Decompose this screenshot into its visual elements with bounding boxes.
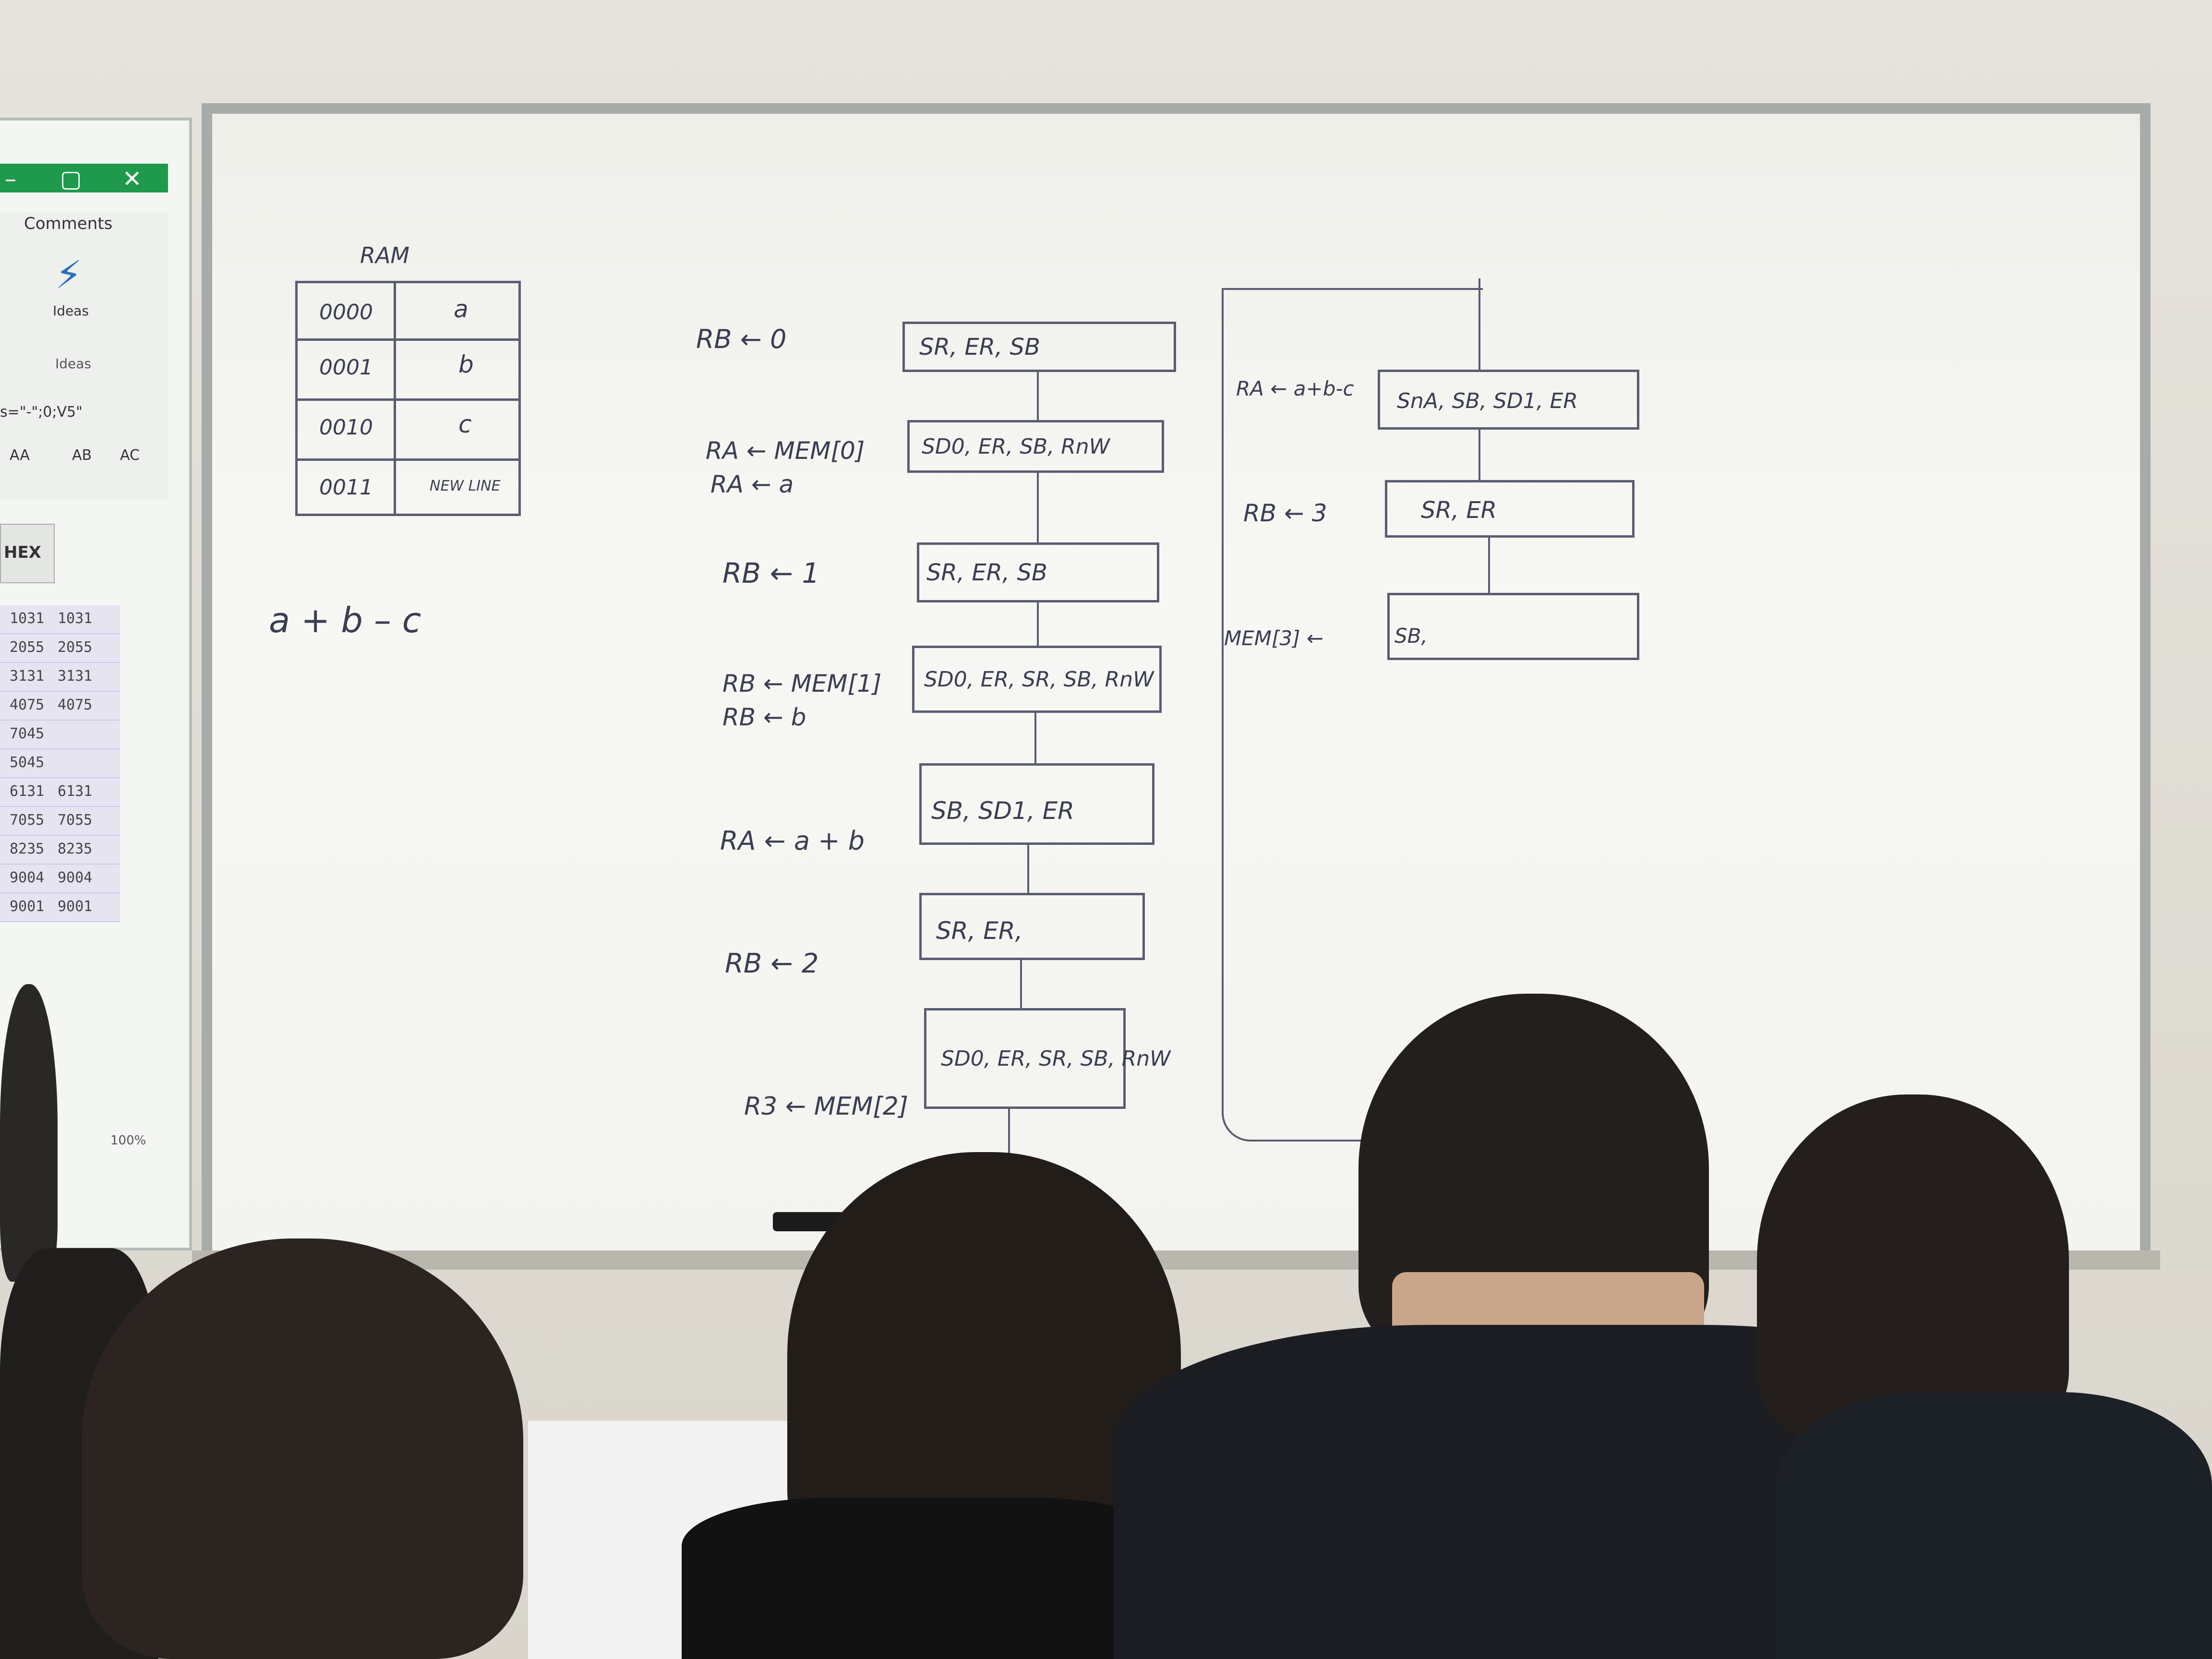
- hex-header-label: HEX: [4, 543, 41, 562]
- ram-address: 0001: [319, 355, 373, 380]
- signal-box: [907, 420, 1164, 473]
- step-label: RA ← a+b-c: [1236, 377, 1354, 400]
- comments-button[interactable]: Comments: [24, 214, 113, 233]
- flow-line: [1037, 473, 1039, 542]
- step-label: R3 ← MEM[2]: [744, 1092, 909, 1121]
- signal-box: [912, 646, 1162, 713]
- step-label: RB ← 0: [696, 324, 787, 354]
- signal-box: [902, 322, 1176, 372]
- lightning-icon: ⚡: [55, 252, 83, 297]
- ideas-group-label: Ideas: [55, 356, 92, 372]
- signal-text: SR, ER,: [936, 917, 1023, 945]
- ideas-button[interactable]: Ideas: [53, 303, 89, 319]
- flow-line: [1027, 845, 1029, 893]
- close-icon[interactable]: ✕: [122, 166, 142, 192]
- signal-box: [919, 893, 1145, 960]
- loop-line: [1222, 288, 1483, 1142]
- person-body: [682, 1498, 1181, 1659]
- zoom-level[interactable]: 100%: [110, 1133, 146, 1148]
- step-label: RB ← MEM[1]: [722, 670, 882, 697]
- minimize-icon[interactable]: –: [5, 166, 16, 192]
- signal-text: SD0, ER, SR, SB, RnW: [924, 667, 1154, 692]
- flow-line: [1479, 278, 1480, 370]
- flow-line: [1037, 372, 1039, 420]
- table-row[interactable]: 5045: [0, 749, 120, 778]
- person-hair: [82, 1238, 523, 1659]
- signal-box: [1387, 593, 1639, 660]
- formula-bar[interactable]: s="-";0;V5": [0, 404, 83, 421]
- ram-value: b: [458, 350, 474, 378]
- person-head: [0, 984, 58, 1282]
- column-header[interactable]: AC: [120, 447, 140, 464]
- window-titlebar: – ▢ ✕: [0, 164, 168, 192]
- step-label: RB ← 1: [722, 557, 820, 589]
- ram-address: 0000: [319, 300, 373, 325]
- flow-line: [1034, 713, 1036, 763]
- flow-line: [1008, 1109, 1010, 1162]
- signal-text: SR, ER: [1421, 497, 1497, 524]
- signal-text: SD0, ER, SB, RnW: [922, 434, 1110, 459]
- person-head: [1757, 1094, 2069, 1440]
- signal-box: [1385, 480, 1635, 538]
- step-label: RB ← 3: [1243, 499, 1327, 527]
- signal-box: [919, 763, 1154, 845]
- signal-text: SR, ER, SB: [926, 559, 1047, 586]
- step-label-alt: RA ← a: [710, 470, 794, 498]
- column-header[interactable]: AB: [72, 447, 92, 464]
- table-row[interactable]: 7045: [0, 721, 120, 749]
- maximize-icon[interactable]: ▢: [60, 166, 82, 192]
- signal-box: [917, 542, 1159, 602]
- signal-box: [924, 1008, 1126, 1109]
- signal-text: SnA, SB, SD1, ER: [1397, 389, 1578, 413]
- person-body: [1776, 1392, 2212, 1659]
- signal-text: SR, ER, SB: [919, 334, 1040, 361]
- step-label: RA ← a + b: [720, 826, 865, 856]
- projector-screen: – ▢ ✕ Comments ⚡ Ideas Ideas s="-";0;V5"…: [0, 118, 192, 1250]
- step-label-alt: RB ← b: [722, 703, 806, 731]
- step-label: RA ← MEM[0]: [706, 437, 865, 465]
- signal-text: SB, SD1, ER: [931, 797, 1074, 825]
- whiteboard: [202, 103, 2151, 1270]
- ram-row-line: [295, 398, 521, 401]
- signal-text: SB,: [1395, 624, 1428, 648]
- ribbon: [0, 212, 168, 500]
- step-label: MEM[3] ←: [1224, 626, 1324, 650]
- flow-line: [1488, 538, 1490, 593]
- ram-value: a: [454, 295, 469, 323]
- ram-address: 0011: [319, 475, 373, 500]
- ram-row-line: [295, 338, 521, 341]
- ram-address: 0010: [319, 415, 373, 440]
- expression: a + b – c: [269, 600, 421, 640]
- flow-line: [1020, 960, 1022, 1008]
- column-header[interactable]: AA: [10, 447, 30, 464]
- flow-line: [1479, 430, 1480, 480]
- ram-title: RAM: [360, 242, 410, 268]
- signal-text: SD0, ER, SR, SB, RnW: [941, 1046, 1171, 1071]
- step-label: RB ← 2: [725, 948, 819, 979]
- ram-row-line: [295, 458, 521, 461]
- flow-line: [1037, 602, 1039, 646]
- ram-value: c: [458, 410, 472, 438]
- signal-box: [1378, 370, 1639, 430]
- hex-header-cell[interactable]: HEX: [0, 524, 55, 583]
- ram-value: NEW LINE: [430, 478, 501, 494]
